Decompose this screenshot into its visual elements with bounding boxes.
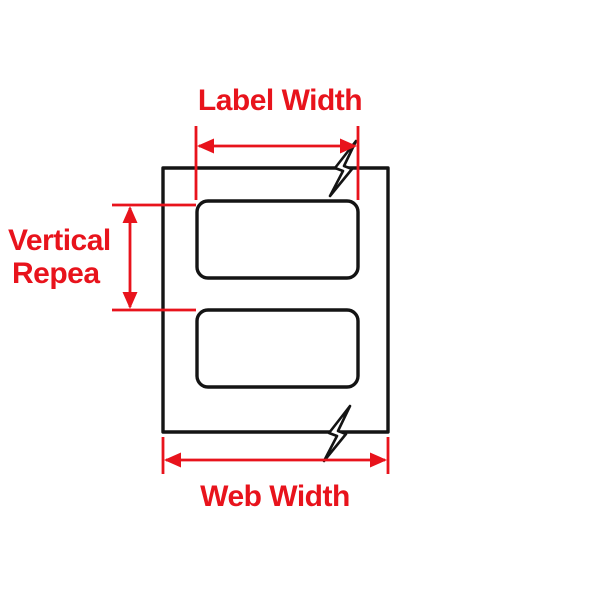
vertical-repeat-text-line2: Repea xyxy=(12,257,100,290)
web-width-text: Web Width xyxy=(200,480,350,513)
label-rect-1 xyxy=(195,199,360,280)
vertical-repeat-text-line1: Vertical xyxy=(8,224,111,257)
label-width-text: Label Width xyxy=(198,84,362,117)
label-rect-2 xyxy=(195,308,360,389)
break-mark-top-icon xyxy=(328,139,358,198)
